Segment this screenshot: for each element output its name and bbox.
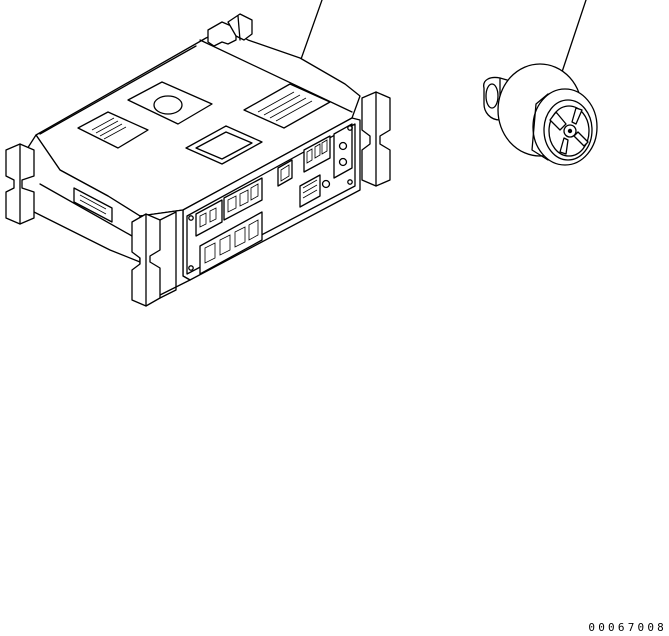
connector-block-2 [224,178,262,220]
connector-block-5 [304,136,330,172]
connector-small [278,160,292,186]
rear-mounting-bracket-right [228,14,252,40]
connector-block-6 [334,124,352,178]
top-label-plate-right [244,84,330,128]
connector-block-4 [300,175,320,207]
connector-block-3 [200,212,262,274]
sensor-vent-spokes [550,108,588,154]
top-window-plate [186,126,262,164]
controller-unit-icon [6,0,390,306]
sensor-face-rim [544,100,592,160]
rear-mounting-bracket-left [208,22,236,46]
sensor-leader-line [558,0,586,84]
connector-block-1 [196,200,222,236]
controller-leader-line [300,0,322,62]
top-center-boss [154,96,182,114]
temperature-sensor-icon [484,0,597,165]
top-label-plate-left [78,112,148,148]
part-number: 00067008 [588,621,667,634]
